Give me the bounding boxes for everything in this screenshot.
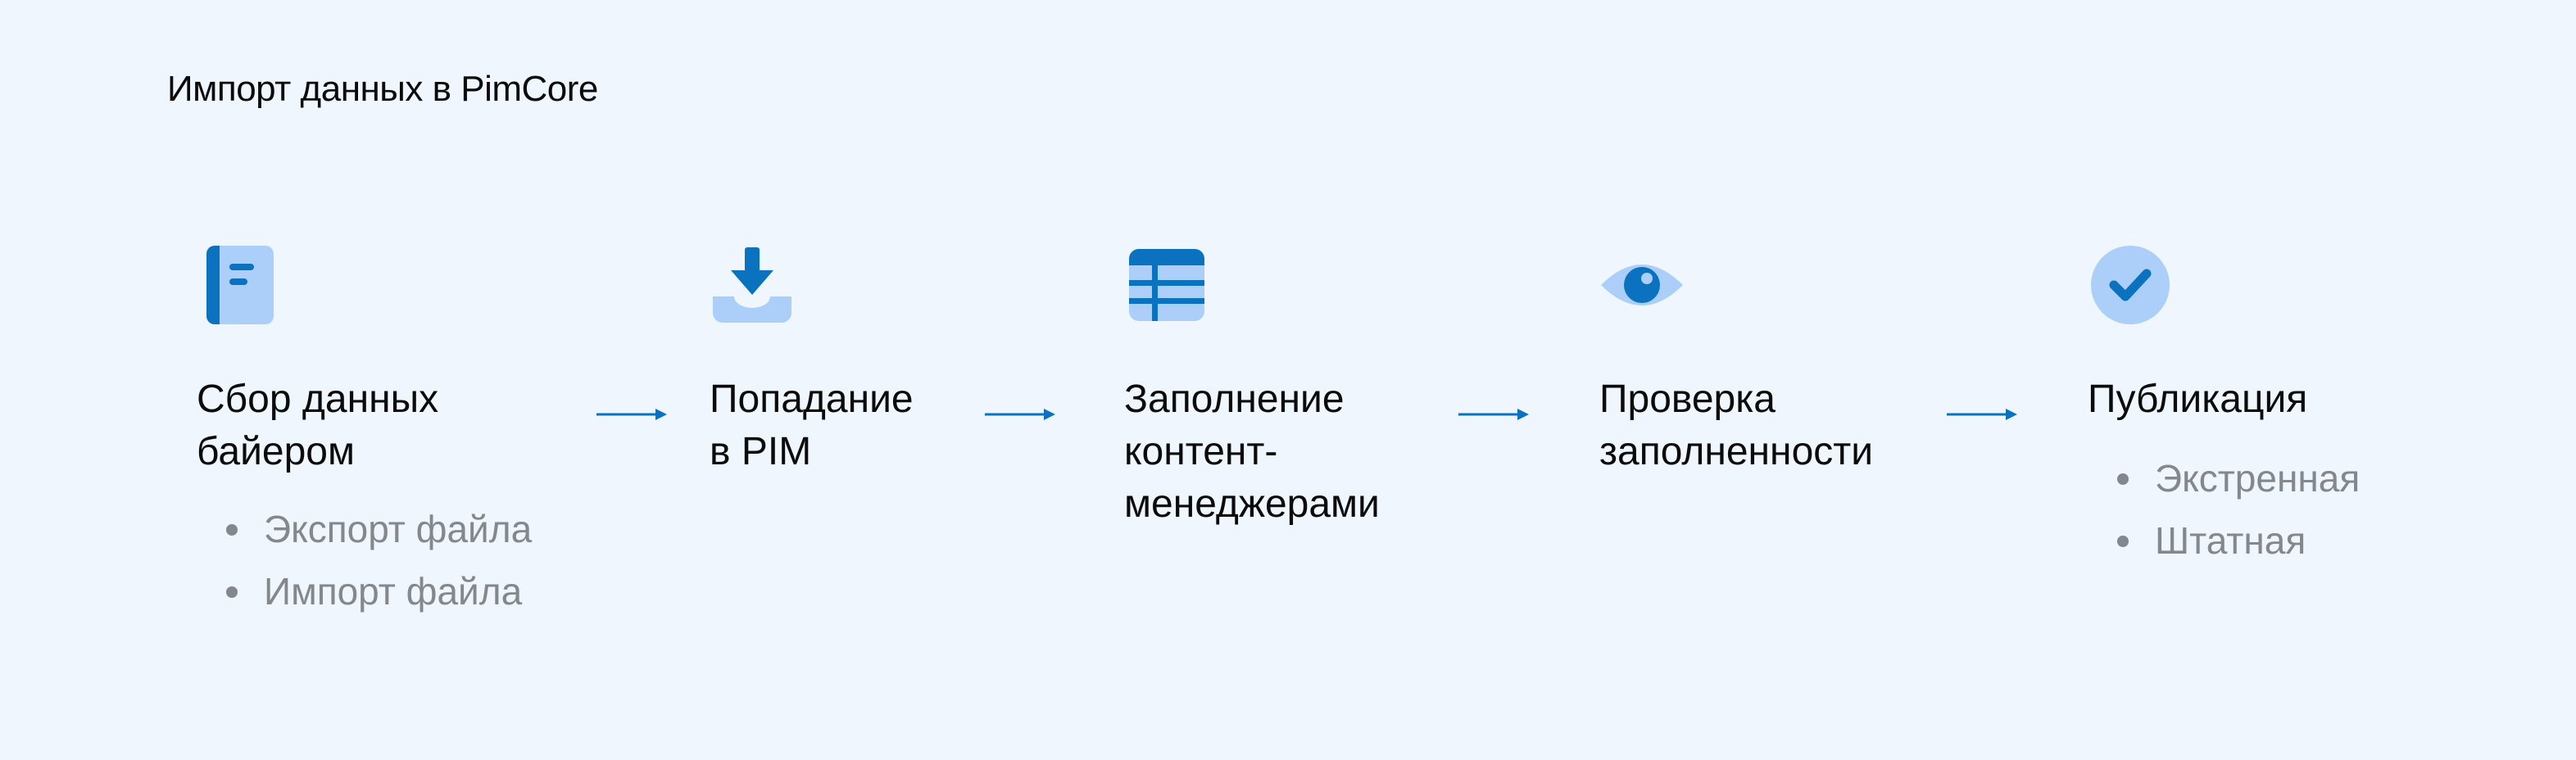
step-label: Публикация [2088, 378, 2308, 421]
step-label: Попадание в PIM [710, 378, 914, 473]
list-item: Импорт файла [226, 560, 532, 622]
step-completeness-check: Проверка заполненности [1599, 242, 1873, 473]
table-icon [1129, 249, 1204, 321]
step-bullets: Экстренная Штатная [2117, 447, 2360, 572]
step-label: Проверка заполненности [1599, 378, 1874, 473]
arrow-right-icon [1458, 409, 1529, 420]
arrow-right-icon [1947, 409, 2017, 420]
page-title: Импорт данных в PimCore [167, 69, 598, 109]
list-item: Экстренная [2117, 447, 2360, 509]
step-publication: Публикация Экстренная Штатная [2088, 242, 2360, 562]
step-collect-data: Сбор данных байером Экспорт файла Импорт… [197, 242, 532, 613]
arrow-right-icon [596, 409, 667, 420]
step-label: Сбор данных байером [197, 378, 439, 473]
arrow-right-icon [985, 409, 1055, 420]
step-content-filling: Заполнение контент- менеджерами [1124, 242, 1380, 526]
step-label: Заполнение контент- менеджерами [1124, 378, 1380, 526]
document-icon [206, 246, 274, 324]
list-item: Экспорт файла [226, 498, 532, 560]
list-item: Штатная [2117, 509, 2360, 572]
check-circle-icon [2091, 246, 2170, 324]
eye-icon [1601, 265, 1683, 305]
step-pim-import: Попадание в PIM [710, 242, 914, 473]
download-tray-icon [713, 247, 791, 323]
step-bullets: Экспорт файла Импорт файла [226, 498, 532, 622]
